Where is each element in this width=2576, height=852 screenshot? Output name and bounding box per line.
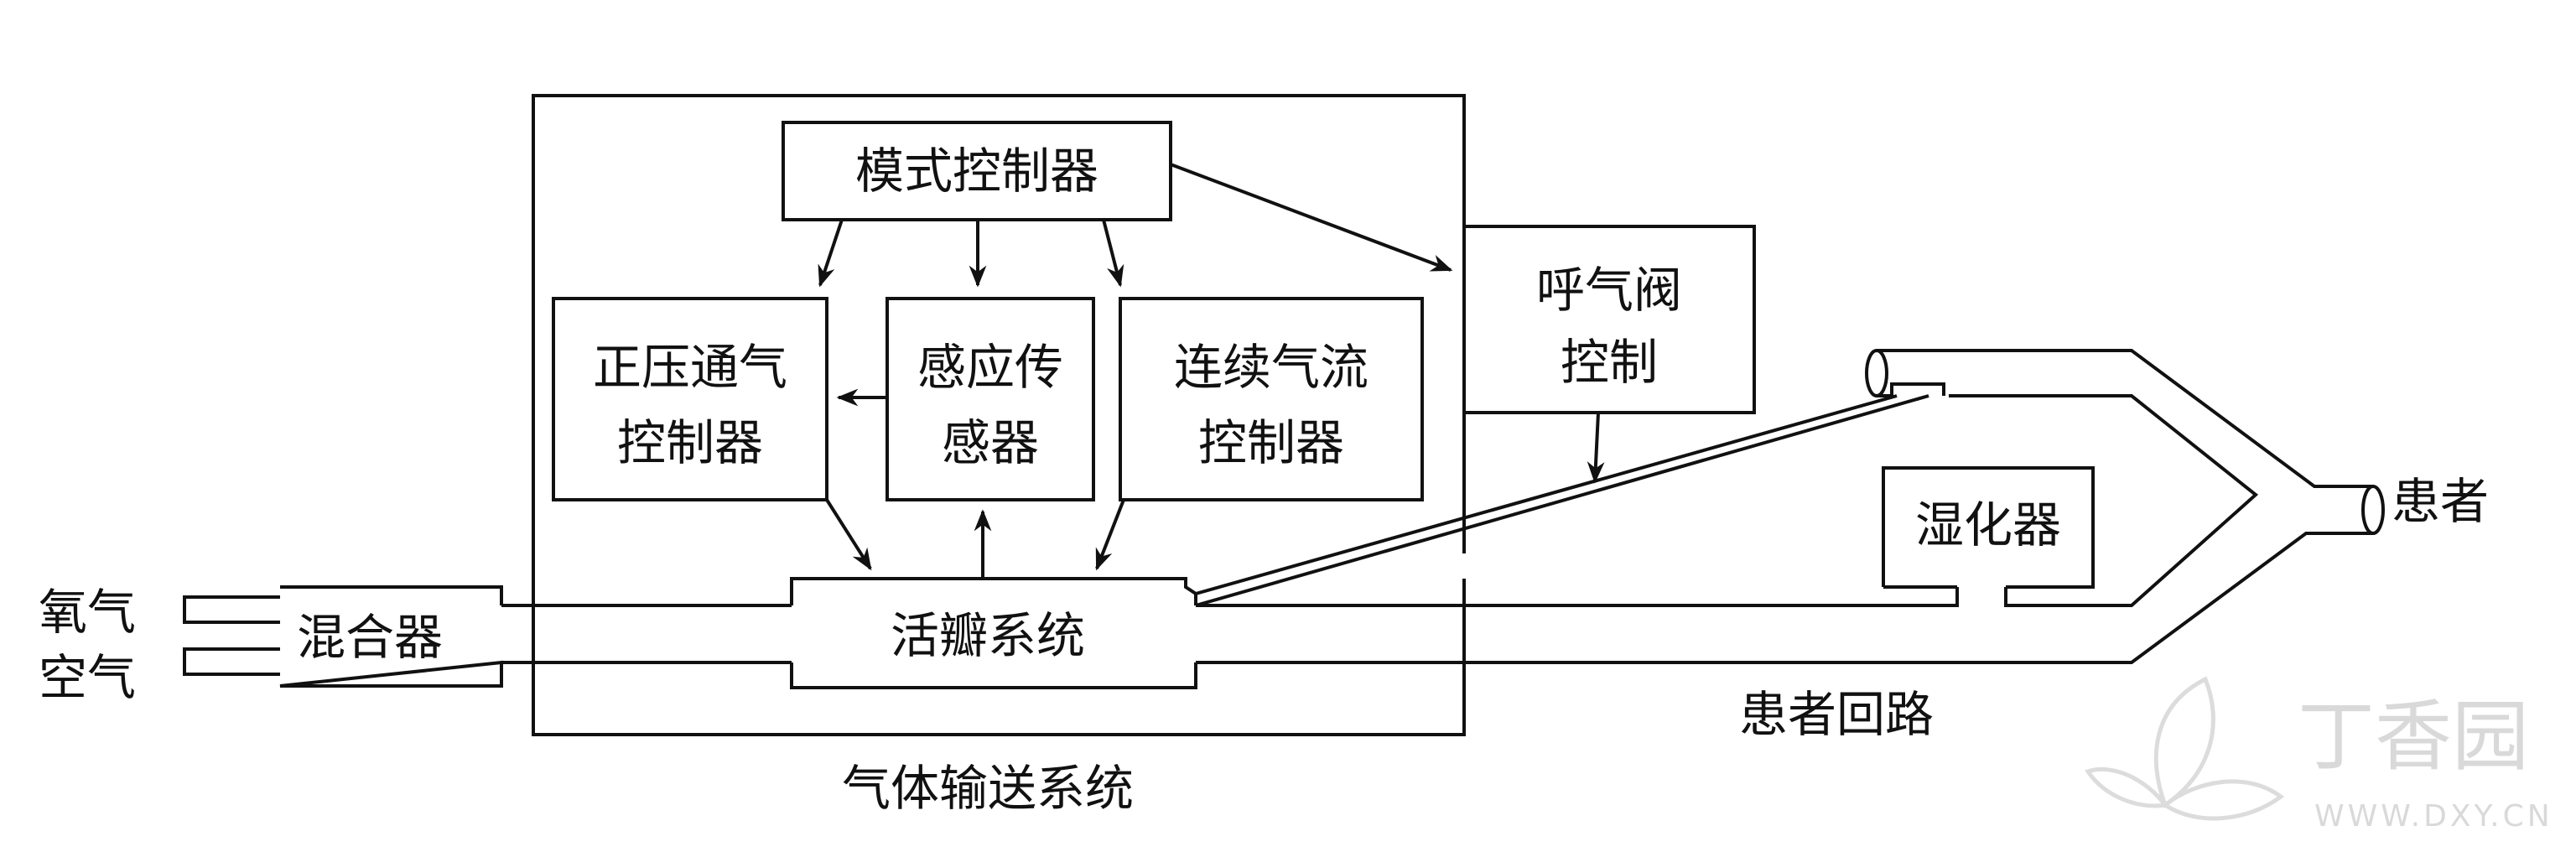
patient-connector [2361,485,2385,535]
arrow-flow-to-valve [1095,499,1125,571]
arrow-exhalation-to-line [1587,412,1605,484]
ppv-controller-box [552,297,828,501]
mode-controller-label: 模式控制器 [855,143,1098,200]
sensor-label-2: 感器 [942,414,1039,471]
humidifier-label: 湿化器 [1915,496,2061,553]
air-inlet [183,647,280,676]
watermark-leaf-icon [2085,676,2285,821]
arrow-ppv-to-valve [825,498,872,571]
sensor-label-1: 感应传 [917,339,1063,396]
ppv-controller-label-2: 控制器 [617,414,763,471]
expiratory-port-end [1865,349,1888,397]
expiratory-port-top [1877,382,1945,397]
mixer-label: 混合器 [297,609,443,666]
arrow-mode-to-ppv [818,219,844,288]
exhalation-line-b [1195,394,1929,607]
flow-controller-label-1: 连续气流 [1174,339,1368,396]
watermark-url: WWW.DXY.CN [2314,799,2553,834]
oxygen-label: 氧气 [39,584,136,641]
circuit-lower-pipe [1196,532,2373,664]
exhalation-valve-label-1: 呼气阀 [1536,262,1682,319]
gas-delivery-system-border [532,94,1466,736]
exhalation-valve-label-2: 控制 [1561,334,1658,391]
valve-system-label: 活瓣系统 [891,607,1085,664]
humidifier-shape [1882,466,2095,589]
flow-controller-label-2: 控制器 [1198,414,1344,471]
watermark-brand: 丁香园 [2298,692,2529,782]
patient-label: 患者 [2392,473,2489,530]
oxygen-inlet [183,595,280,624]
valve-system-shape [790,577,1197,689]
mixer-shape [279,585,503,688]
exhalation-line-a [1195,394,1898,595]
circuit-mid-pipe [1196,394,2259,607]
arrow-mode-to-flow [1102,219,1124,288]
flow-controller-box [1119,297,1424,501]
circuit-upper-pipe [1877,349,2373,488]
patient-circuit-label: 患者回路 [1739,686,1934,743]
watermark: 丁香园 WWW.DXY.CN [2085,676,2553,834]
gas-delivery-system-label: 气体输送系统 [842,760,1134,817]
ppv-controller-label-1: 正压通气 [593,339,787,396]
air-label: 空气 [39,649,136,706]
arrow-mode-to-exhalation [1170,163,1453,272]
exhalation-valve-box [1462,225,1756,414]
